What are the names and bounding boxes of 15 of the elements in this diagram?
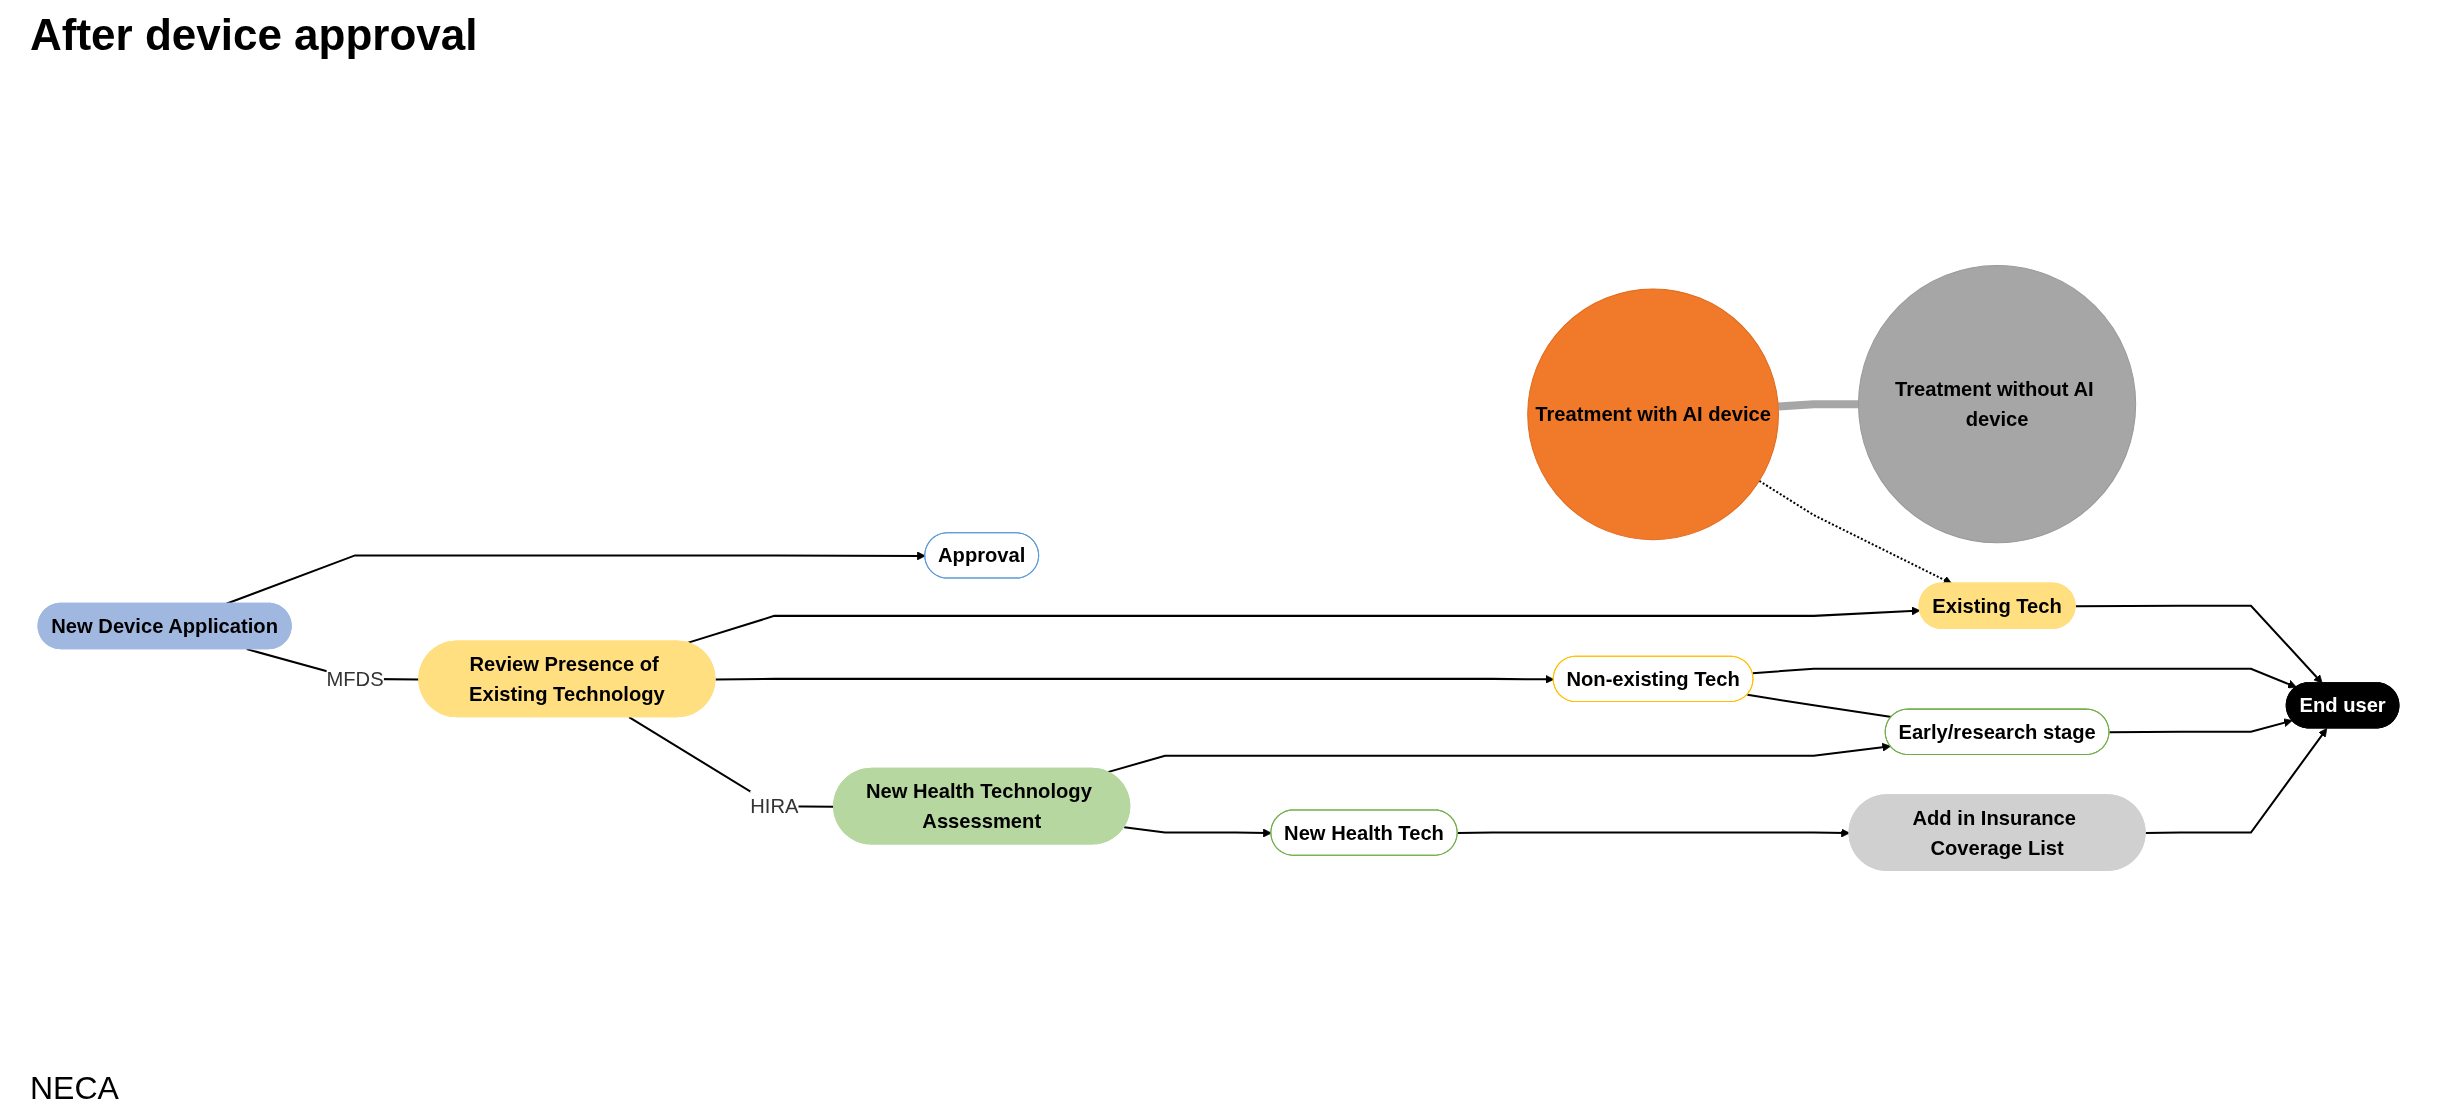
node-circle: Treatment with AI device [1527,288,1779,541]
arrow [225,551,926,605]
arrow [2145,728,2328,835]
arrow [1107,742,1891,774]
arrow [1457,828,1850,838]
arrow [2109,718,2293,734]
edge-label: MFDS [326,667,384,690]
note-text: NECA [30,1070,119,1107]
arrow [2075,604,2323,684]
connector [1747,693,1892,718]
node-circle: Treatment without AI device [1857,265,2137,544]
arrow [1752,667,2297,689]
diagram-title: After device approval [30,10,479,60]
connector [1778,400,1859,411]
edge-label: HIRA [750,795,799,818]
